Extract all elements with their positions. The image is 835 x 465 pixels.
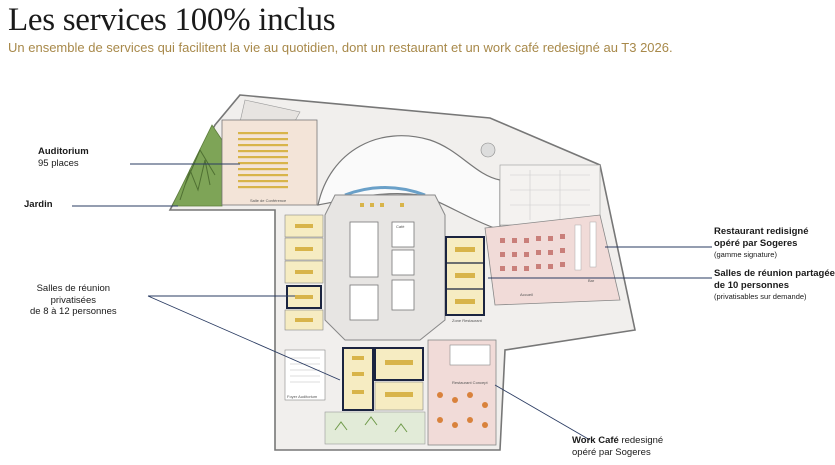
- garden-strip: [324, 411, 426, 445]
- label-meeting-shared: Salles de réunion partagées de 10 person…: [714, 268, 835, 303]
- label-work-cafe-bold: Work Café: [572, 435, 619, 446]
- label-auditorium-name: Auditorium: [38, 146, 89, 157]
- label-meeting-shared-line3: (privatisables sur demande): [714, 292, 807, 301]
- restaurant-area: [484, 214, 621, 306]
- label-auditorium-detail: 95 places: [38, 157, 79, 169]
- page-title: Les services 100% inclus: [8, 2, 336, 38]
- label-work-cafe: Work Café redesigné opéré par Sogeres: [572, 435, 663, 458]
- label-meeting-private-line2: privatisées: [50, 294, 97, 306]
- label-meeting-private-line3: de 8 à 12 personnes: [30, 306, 117, 317]
- label-meeting-private-line1: Salles de réunion: [36, 283, 111, 294]
- meeting-rooms-shared: [445, 236, 485, 316]
- label-restaurant: Restaurant redisigné opéré par Sogeres (…: [714, 226, 809, 261]
- label-meeting-shared-line2: de 10 personnes: [714, 279, 789, 291]
- label-meeting-private: Salles de réunion privatisées de 8 à 12 …: [30, 283, 117, 318]
- label-auditorium: Auditorium 95 places: [38, 146, 89, 169]
- label-restaurant-line3: (gamme signature): [714, 250, 777, 259]
- page-subtitle: Un ensemble de services qui facilitent l…: [8, 40, 673, 55]
- plan-text-accueil: Accueil: [520, 292, 533, 297]
- plan-text-restaurant-concept: Restaurant Concept: [452, 380, 488, 385]
- label-restaurant-line1: Restaurant redisigné: [714, 226, 809, 237]
- plan-text-bar: Bar: [588, 278, 595, 283]
- work-cafe-area: [427, 339, 497, 446]
- plan-text-conference: Salle de Conférence: [250, 198, 287, 203]
- meeting-rooms-left: [284, 214, 324, 331]
- plan-text-cafe: Café: [396, 224, 405, 229]
- label-work-cafe-line2: opéré par Sogeres: [572, 446, 651, 458]
- label-work-cafe-rest: redesigné: [618, 435, 664, 446]
- central-atrium: [324, 194, 446, 341]
- plan-text-zone-restaurant: Zone Restaurant: [452, 318, 483, 323]
- callout-lines: [72, 163, 712, 441]
- auditorium-room: [221, 119, 318, 206]
- plan-text-foyer: Foyer Auditorium: [287, 394, 318, 399]
- label-jardin: Jardin: [24, 199, 53, 211]
- label-meeting-shared-line1: Salles de réunion partagées: [714, 268, 835, 279]
- garden: [171, 124, 223, 207]
- meeting-rooms-bottom: [342, 347, 424, 411]
- label-jardin-name: Jardin: [24, 199, 53, 210]
- label-restaurant-line2: opéré par Sogeres: [714, 237, 798, 249]
